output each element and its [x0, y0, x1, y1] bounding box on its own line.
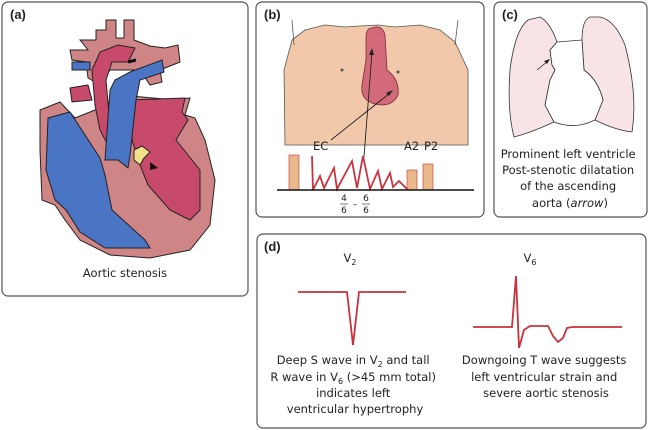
- p2-label: P2: [424, 139, 438, 153]
- heart-illustration: [39, 19, 216, 259]
- arrow-icon: [544, 59, 550, 64]
- v6-ecg-trace: [473, 275, 622, 349]
- panel-a-caption: Aortic stenosis: [83, 266, 167, 280]
- phonocardiogram: [277, 154, 474, 192]
- panel-a: (a) Aortic stenosis: [1, 1, 249, 297]
- panel-c-label: (c): [502, 7, 518, 22]
- s1-bar: [288, 154, 300, 191]
- arrow-icon: [386, 90, 393, 96]
- v2-ecg-trace: [298, 291, 406, 346]
- panel-a-label: (a): [10, 7, 26, 22]
- torso-illustration: [283, 19, 469, 146]
- p2-bar: [422, 163, 434, 191]
- v6-caption: Downgoing T wave suggests left ventricul…: [462, 353, 630, 400]
- svg-text:6: 6: [363, 206, 369, 216]
- panel-b: (b) EC A2 P2 4 6 – 6 6: [255, 1, 485, 218]
- svg-text:4: 4: [341, 194, 347, 204]
- arrow-icon: [369, 48, 374, 55]
- chest-xray-lungs: [508, 16, 635, 138]
- v6-lead-label: V6: [524, 251, 537, 267]
- a2-bar: [406, 169, 418, 191]
- svg-text:6: 6: [363, 194, 369, 204]
- a2-label: A2: [404, 139, 419, 153]
- svg-text:–: –: [353, 200, 358, 210]
- panel-d-label: (d): [264, 239, 281, 254]
- panel-c: (c) Prominent left ventricle Post-stenot…: [493, 1, 648, 218]
- svg-text:6: 6: [341, 206, 347, 216]
- arrowhead-icon: [150, 162, 158, 170]
- murmur-grade: 4 6 – 6 6: [340, 194, 370, 216]
- ec-label: EC: [313, 139, 328, 153]
- v2-lead-label: V2: [344, 251, 357, 267]
- v2-caption: Deep S wave in V2 and tall R wave in V6 …: [270, 353, 439, 416]
- ejection-murmur: [311, 155, 409, 192]
- panel-d: (d) V2 V6 Deep S wave in V2 and tall R w…: [256, 233, 647, 429]
- panel-b-label: (b): [264, 7, 281, 22]
- panel-c-caption: Prominent left ventricle Post-stenotic d…: [501, 147, 640, 210]
